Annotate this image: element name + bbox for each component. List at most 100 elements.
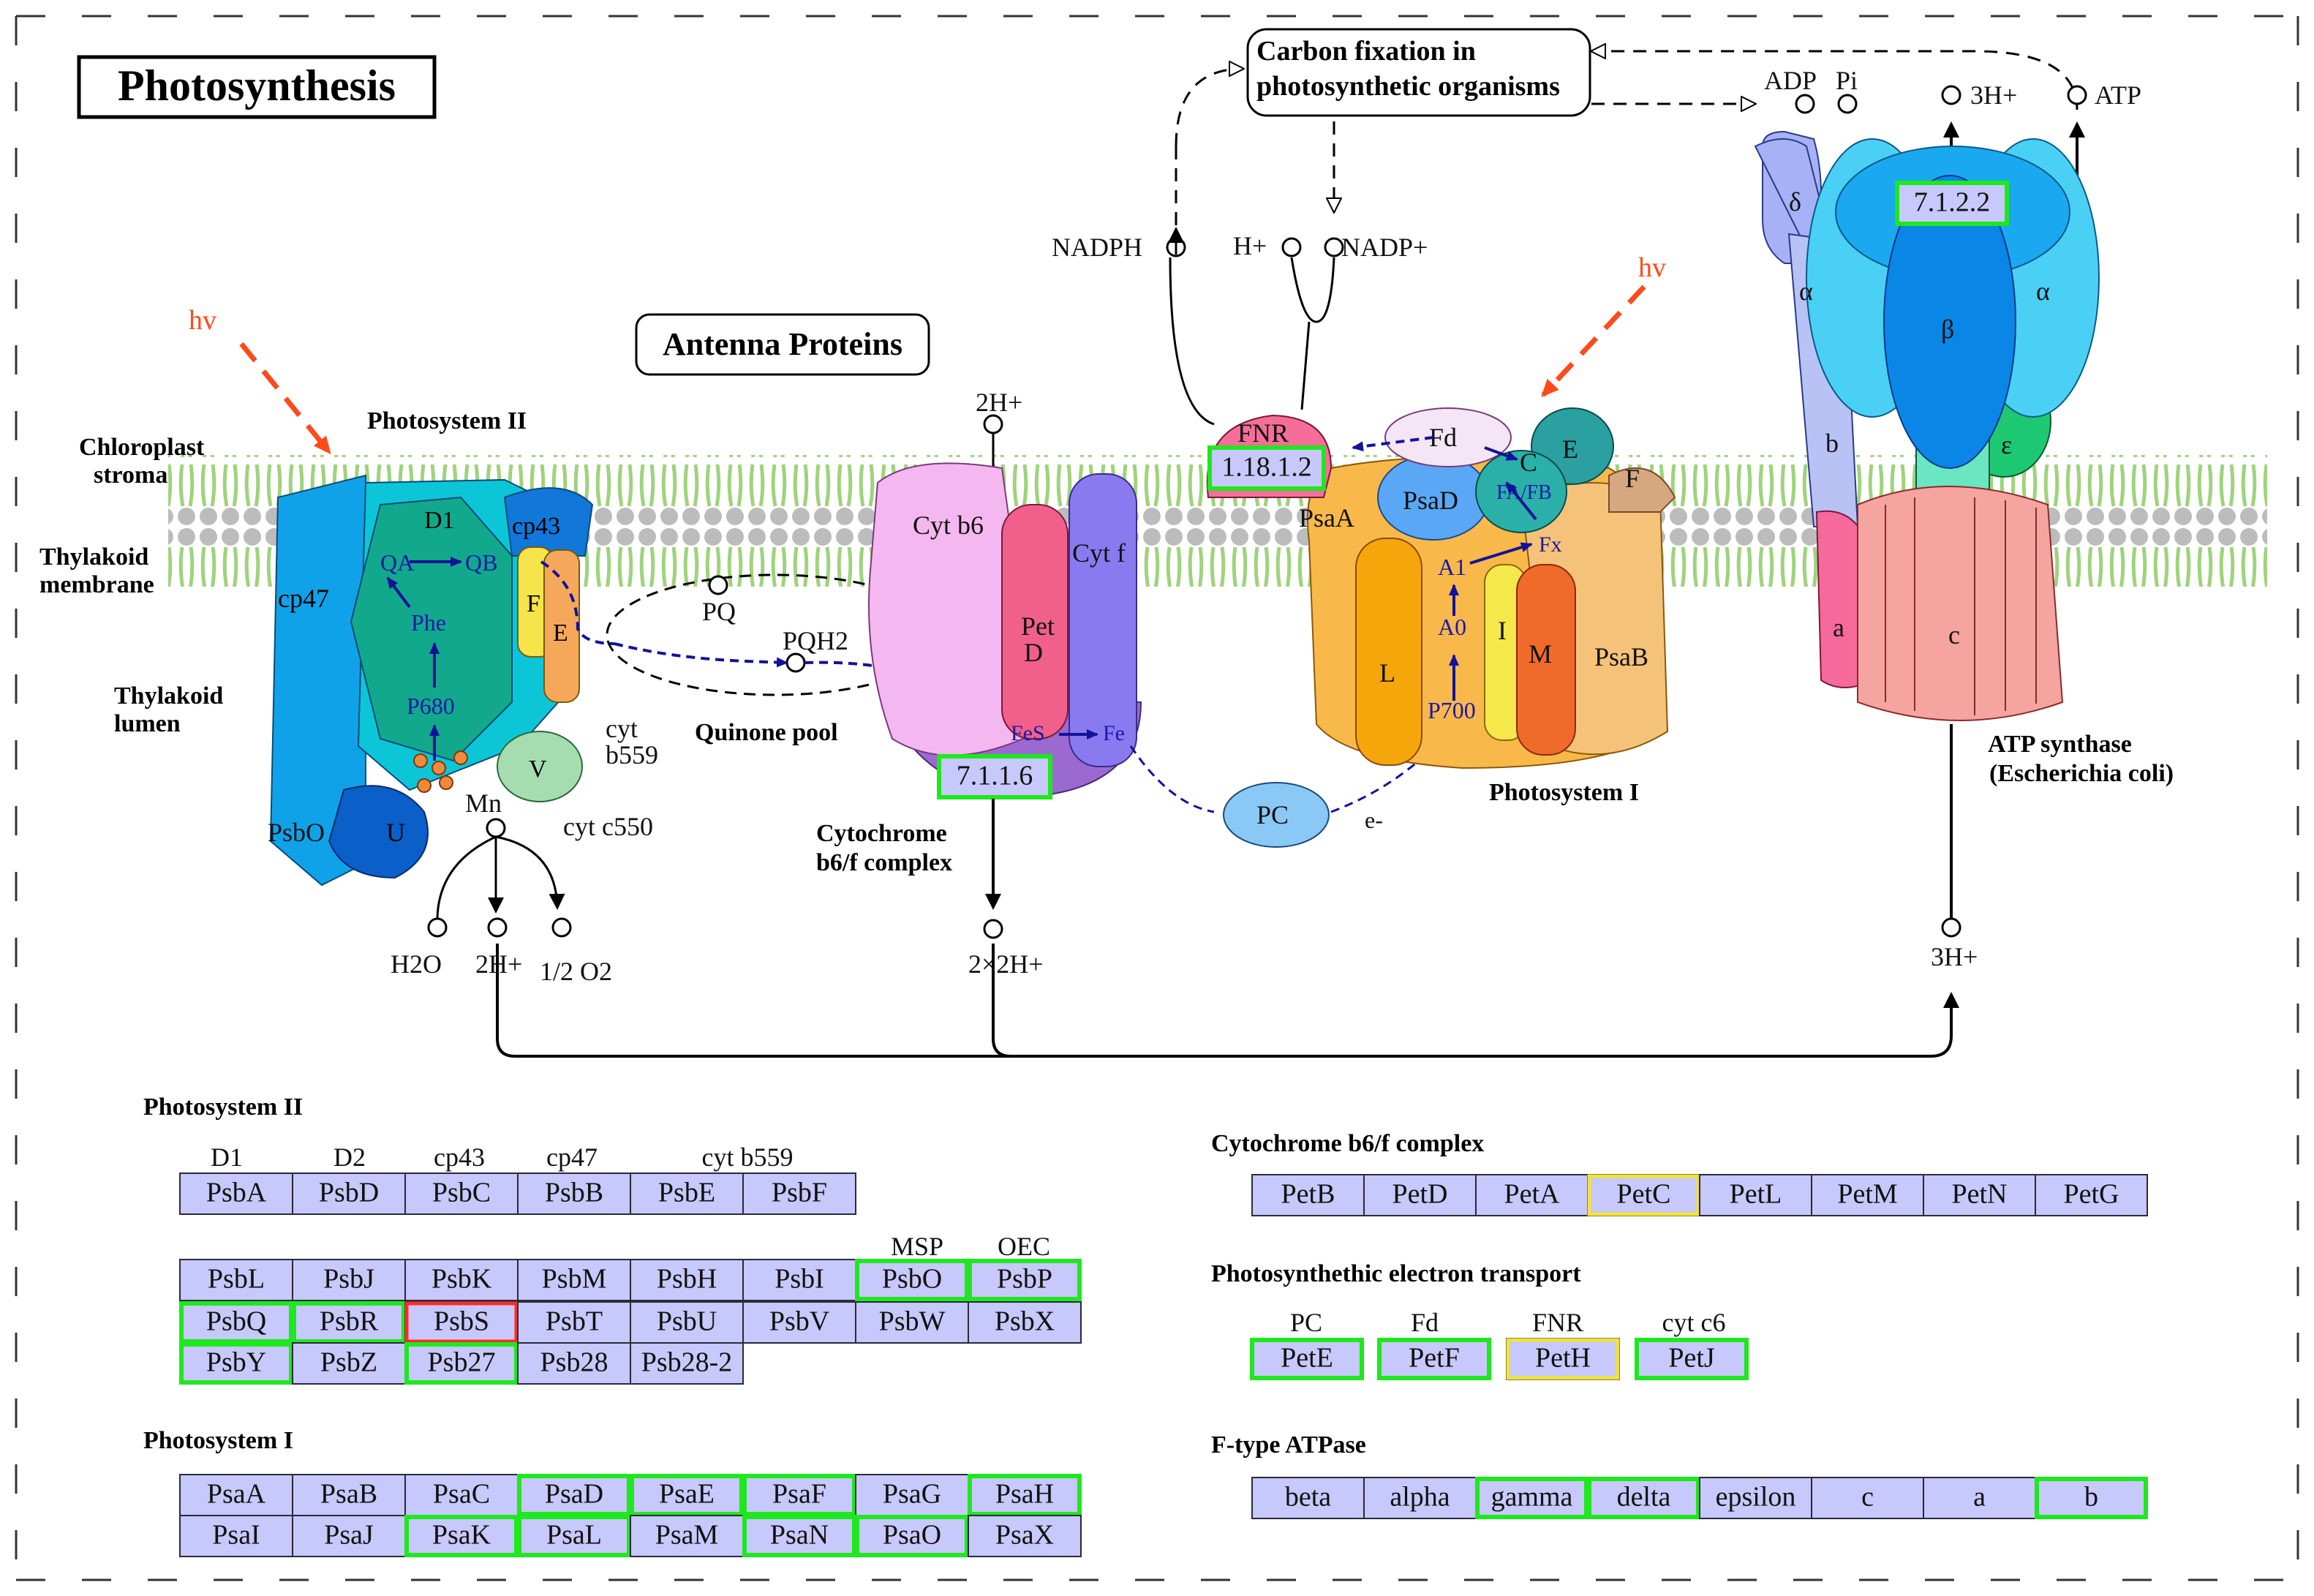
svg-text:PsaJ: PsaJ xyxy=(324,1520,374,1551)
gene-psbk[interactable]: PsbK xyxy=(404,1259,519,1301)
gene-psba[interactable]: PsbA xyxy=(179,1172,293,1215)
svg-text:QA: QA xyxy=(380,549,414,576)
gene-delta[interactable]: delta xyxy=(1587,1477,1700,1519)
gene-petl[interactable]: PetL xyxy=(1699,1174,1812,1216)
gene-petn[interactable]: PetN xyxy=(1923,1174,2036,1216)
gene-psbl[interactable]: PsbL xyxy=(179,1259,293,1301)
svg-text:PsbD: PsbD xyxy=(319,1178,379,1208)
svg-text:ATP synthase: ATP synthase xyxy=(1988,731,2132,758)
gene-psan[interactable]: PsaN xyxy=(742,1515,856,1557)
gene-psbs[interactable]: PsbS xyxy=(404,1301,519,1344)
gene-psbe[interactable]: PsbE xyxy=(630,1172,744,1215)
gene-gamma[interactable]: gamma xyxy=(1475,1477,1588,1519)
gene-psbr[interactable]: PsbR xyxy=(292,1301,406,1344)
gene-b[interactable]: b xyxy=(2035,1477,2148,1519)
svg-text:V: V xyxy=(529,756,547,783)
gene-psbb[interactable]: PsbB xyxy=(517,1172,631,1215)
svg-text:Thylakoid: Thylakoid xyxy=(39,543,148,571)
gene-peth[interactable]: PetH xyxy=(1506,1338,1620,1380)
gene-beta[interactable]: beta xyxy=(1251,1477,1365,1519)
antenna-proteins-link[interactable]: Antenna Proteins xyxy=(635,313,930,376)
svg-text:ADP: ADP xyxy=(1764,66,1817,95)
svg-text:β: β xyxy=(1941,315,1954,344)
gene-c[interactable]: c xyxy=(1811,1477,1924,1519)
svg-text:PsaM: PsaM xyxy=(655,1520,719,1551)
svg-text:P700: P700 xyxy=(1428,697,1476,723)
carbon-fixation-link[interactable]: Carbon fixation in photosynthetic organi… xyxy=(1246,28,1591,117)
gene-psaj[interactable]: PsaJ xyxy=(292,1515,406,1557)
gene-psal[interactable]: PsaL xyxy=(517,1515,631,1557)
svg-text:δ: δ xyxy=(1789,187,1801,217)
gene-psbt[interactable]: PsbT xyxy=(517,1301,631,1344)
gene-psaa[interactable]: PsaA xyxy=(179,1474,293,1516)
svg-text:b6/f complex: b6/f complex xyxy=(816,849,952,876)
gene-psbm[interactable]: PsbM xyxy=(517,1259,631,1301)
gene-psam[interactable]: PsaM xyxy=(630,1515,744,1557)
gene-psbf[interactable]: PsbF xyxy=(742,1172,856,1215)
gene-psbo[interactable]: PsbO xyxy=(855,1259,969,1301)
gene-petd[interactable]: PetD xyxy=(1363,1174,1477,1216)
svg-text:7.1.2.2: 7.1.2.2 xyxy=(1914,187,1991,218)
enzyme-7.1.2.2[interactable]: 7.1.2.2 xyxy=(1895,181,2009,226)
gene-psak[interactable]: PsaK xyxy=(404,1515,519,1557)
gene-pete[interactable]: PetE xyxy=(1250,1338,1364,1380)
gene-psbz[interactable]: PsbZ xyxy=(292,1342,406,1385)
gene-psb28[interactable]: Psb28 xyxy=(517,1342,631,1385)
gene-psax[interactable]: PsaX xyxy=(968,1515,1082,1557)
gene-psac[interactable]: PsaC xyxy=(404,1474,519,1516)
atp-synthase-complex: ADP Pi 3H+ ATP δ b a ε γ α α β c xyxy=(1754,66,2141,721)
gene-psbw[interactable]: PsbW xyxy=(855,1301,969,1344)
svg-text:U: U xyxy=(386,818,405,847)
gene-petb[interactable]: PetB xyxy=(1251,1174,1365,1216)
table-title: Cytochrome b6/f complex xyxy=(1211,1130,1484,1157)
svg-text:a: a xyxy=(1833,613,1844,642)
svg-text:PsaD: PsaD xyxy=(545,1479,603,1510)
svg-text:FeS: FeS xyxy=(1011,721,1045,745)
gene-petg[interactable]: PetG xyxy=(2035,1174,2148,1216)
gene-psae[interactable]: PsaE xyxy=(630,1474,744,1516)
gene-psbd[interactable]: PsbD xyxy=(292,1172,406,1215)
svg-text:PsaA: PsaA xyxy=(1299,503,1354,532)
gene-psag[interactable]: PsaG xyxy=(855,1474,969,1516)
svg-text:3H+: 3H+ xyxy=(1970,80,2017,110)
group-label: FNR xyxy=(1532,1308,1583,1337)
pathway-title: Photosynthesis xyxy=(77,55,437,119)
gene-psb28-2[interactable]: Psb28-2 xyxy=(630,1342,744,1385)
svg-text:QB: QB xyxy=(465,549,497,576)
gene-petj[interactable]: PetJ xyxy=(1635,1338,1749,1380)
gene-psbq[interactable]: PsbQ xyxy=(179,1301,293,1344)
svg-text:2H+: 2H+ xyxy=(475,949,522,979)
gene-psbh[interactable]: PsbH xyxy=(630,1259,744,1301)
gene-psb27[interactable]: Psb27 xyxy=(404,1342,519,1385)
group-label: D2 xyxy=(333,1143,366,1172)
svg-text:b: b xyxy=(2084,1482,2098,1513)
gene-psai[interactable]: PsaI xyxy=(179,1515,293,1557)
gene-psad[interactable]: PsaD xyxy=(517,1474,631,1516)
enzyme-7.1.1.6[interactable]: 7.1.1.6 xyxy=(937,754,1052,799)
gene-peta[interactable]: PetA xyxy=(1475,1174,1588,1216)
gene-alpha[interactable]: alpha xyxy=(1363,1477,1477,1519)
svg-text:PsbE: PsbE xyxy=(658,1178,715,1208)
svg-text:H+: H+ xyxy=(1233,231,1267,260)
gene-petc[interactable]: PetC xyxy=(1587,1174,1700,1216)
enzyme-1.18.1.2[interactable]: 1.18.1.2 xyxy=(1207,445,1326,491)
gene-psao[interactable]: PsaO xyxy=(855,1515,969,1557)
gene-a[interactable]: a xyxy=(1923,1477,2036,1519)
svg-text:7.1.1.6: 7.1.1.6 xyxy=(957,761,1033,791)
gene-petf[interactable]: PetF xyxy=(1377,1338,1491,1380)
gene-psbi[interactable]: PsbI xyxy=(742,1259,856,1301)
gene-psab[interactable]: PsaB xyxy=(292,1474,406,1516)
gene-petm[interactable]: PetM xyxy=(1811,1174,1924,1216)
gene-psbc[interactable]: PsbC xyxy=(404,1172,519,1215)
svg-text:Psb28: Psb28 xyxy=(540,1347,608,1378)
gene-epsilon[interactable]: epsilon xyxy=(1699,1477,1812,1519)
gene-psbj[interactable]: PsbJ xyxy=(292,1259,406,1301)
gene-psaf[interactable]: PsaF xyxy=(742,1474,856,1516)
gene-psah[interactable]: PsaH xyxy=(968,1474,1082,1516)
gene-psby[interactable]: PsbY xyxy=(179,1342,293,1385)
gene-psbu[interactable]: PsbU xyxy=(630,1301,744,1344)
gene-psbx[interactable]: PsbX xyxy=(968,1301,1082,1344)
gene-psbv[interactable]: PsbV xyxy=(742,1301,856,1344)
svg-text:PsbV: PsbV xyxy=(769,1306,830,1337)
gene-psbp[interactable]: PsbP xyxy=(968,1259,1082,1301)
